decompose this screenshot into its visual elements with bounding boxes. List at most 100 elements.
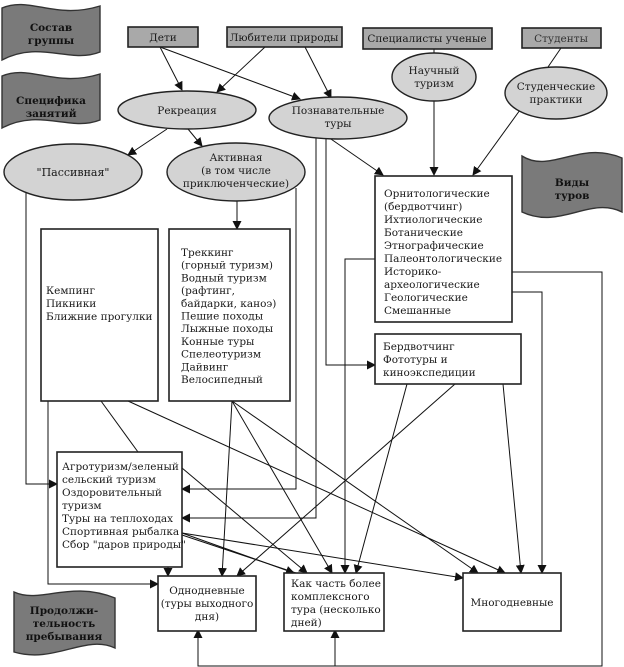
box-line: Водный туризм [181, 272, 267, 284]
edge-camping-oneday [47, 401, 159, 589]
box-line: Оздоровительный [62, 487, 162, 499]
edge-camping-mixed [100, 400, 139, 453]
edge-mixed-multiday-2 [181, 534, 297, 574]
box-line: дня) [195, 611, 219, 623]
box-line: Однодневные [169, 585, 245, 597]
edge-passive-mixed [25, 193, 58, 489]
box-line: Лыжные походы [181, 323, 273, 335]
box-line: Сбор "даров природы" [62, 539, 186, 551]
box-line: Ихтиологические [384, 214, 483, 226]
ellipse-recreation: Рекреация [117, 90, 257, 130]
edge-photo-complex [353, 383, 408, 574]
svg-text:"Пассивная": "Пассивная" [37, 166, 110, 179]
edge-trekking-oneday [217, 400, 233, 577]
edge-naturelovers-recreation [216, 46, 266, 93]
box-line: Конные туры [181, 336, 254, 348]
edge-children-recreation [159, 46, 183, 91]
edge-students-practice [547, 47, 562, 68]
box-line: Геологические [384, 292, 468, 304]
edge-camping-multiday [127, 400, 506, 574]
box-line: дней) [291, 617, 322, 629]
box-line: Ближние прогулки [46, 311, 153, 323]
svg-text:Рекреация: Рекреация [157, 105, 217, 117]
edge-trekking-multiday [231, 400, 479, 574]
box-line: Спортивная рыбалка [62, 526, 179, 538]
box-line: Дайвинг [181, 361, 229, 373]
box-line: Палеонтологические [384, 253, 502, 265]
box-line: археологические [384, 279, 480, 291]
box-multi-day: Многодневные [462, 572, 562, 632]
svg-text:Любители природы: Любители природы [230, 32, 339, 44]
edge-cognitive-types [327, 136, 384, 176]
edge-mixed-complex-2 [181, 467, 308, 574]
box-line: Орнитологические [384, 188, 490, 200]
group-children: Дети [127, 26, 199, 48]
box-line: Пешие походы [181, 311, 263, 323]
group-nature-lovers: Любители природы [226, 26, 343, 48]
box-line: Историко- [384, 266, 442, 278]
box-line: Агротуризм/зеленый [62, 461, 179, 473]
box-line: (туры выходного [161, 598, 254, 610]
group-scientists: Специалисты ученые [362, 27, 493, 50]
edge-cognitive-mixed [181, 138, 317, 523]
box-line: (бердвотчинг) [384, 201, 462, 213]
box-line: (рафтинг, [181, 285, 235, 297]
box-line: тура (несколько [291, 604, 381, 616]
box-active-types: Треккинг(горный туризм)Водный туризм(раф… [168, 228, 291, 402]
edge-children-cognitive [159, 46, 301, 101]
box-line: Как часть более [291, 578, 381, 590]
box-line: туризм [62, 500, 102, 512]
edge-active-mixed [181, 188, 297, 494]
box-line: Этнографические [384, 240, 484, 252]
edge-naturelovers-cognitive [304, 46, 332, 99]
box-line: Ботанические [384, 227, 463, 239]
box-line: Велосипедный [181, 374, 263, 386]
box-line: киноэкспедиции [383, 367, 476, 379]
group-students: Студенты [521, 27, 602, 49]
box-line: Спелеотуризм [181, 349, 261, 361]
edge-photo-multiday [502, 383, 525, 574]
connectors [25, 46, 603, 667]
edge-types-bottom-loop [193, 271, 603, 667]
svg-text:Специалисты ученые: Специалисты ученые [367, 33, 486, 45]
edge-recreation-passive [127, 128, 168, 156]
ellipse-passive: "Пассивная" [3, 143, 143, 201]
box-line: комплексного [291, 591, 370, 603]
edge-mixed-multiday [181, 532, 464, 582]
edge-types-complex [340, 258, 375, 574]
edge-trekking-complex [231, 400, 333, 574]
svg-text:Орнитологические(бердвотчинг)И: Орнитологические(бердвотчинг)Ихтиологиче… [384, 188, 502, 317]
box-line: Бердвотчинг [383, 341, 455, 353]
box-line: Туры на теплоходах [62, 513, 173, 525]
box-line: Треккинг [181, 247, 234, 259]
svg-text:Треккинг(горный туризм)Водный: Треккинг(горный туризм)Водный туризм(раф… [181, 247, 276, 386]
box-line: (горный туризм) [181, 260, 273, 272]
svg-text:Многодневные: Многодневные [470, 597, 553, 609]
box-line: Смешанные [384, 305, 451, 317]
